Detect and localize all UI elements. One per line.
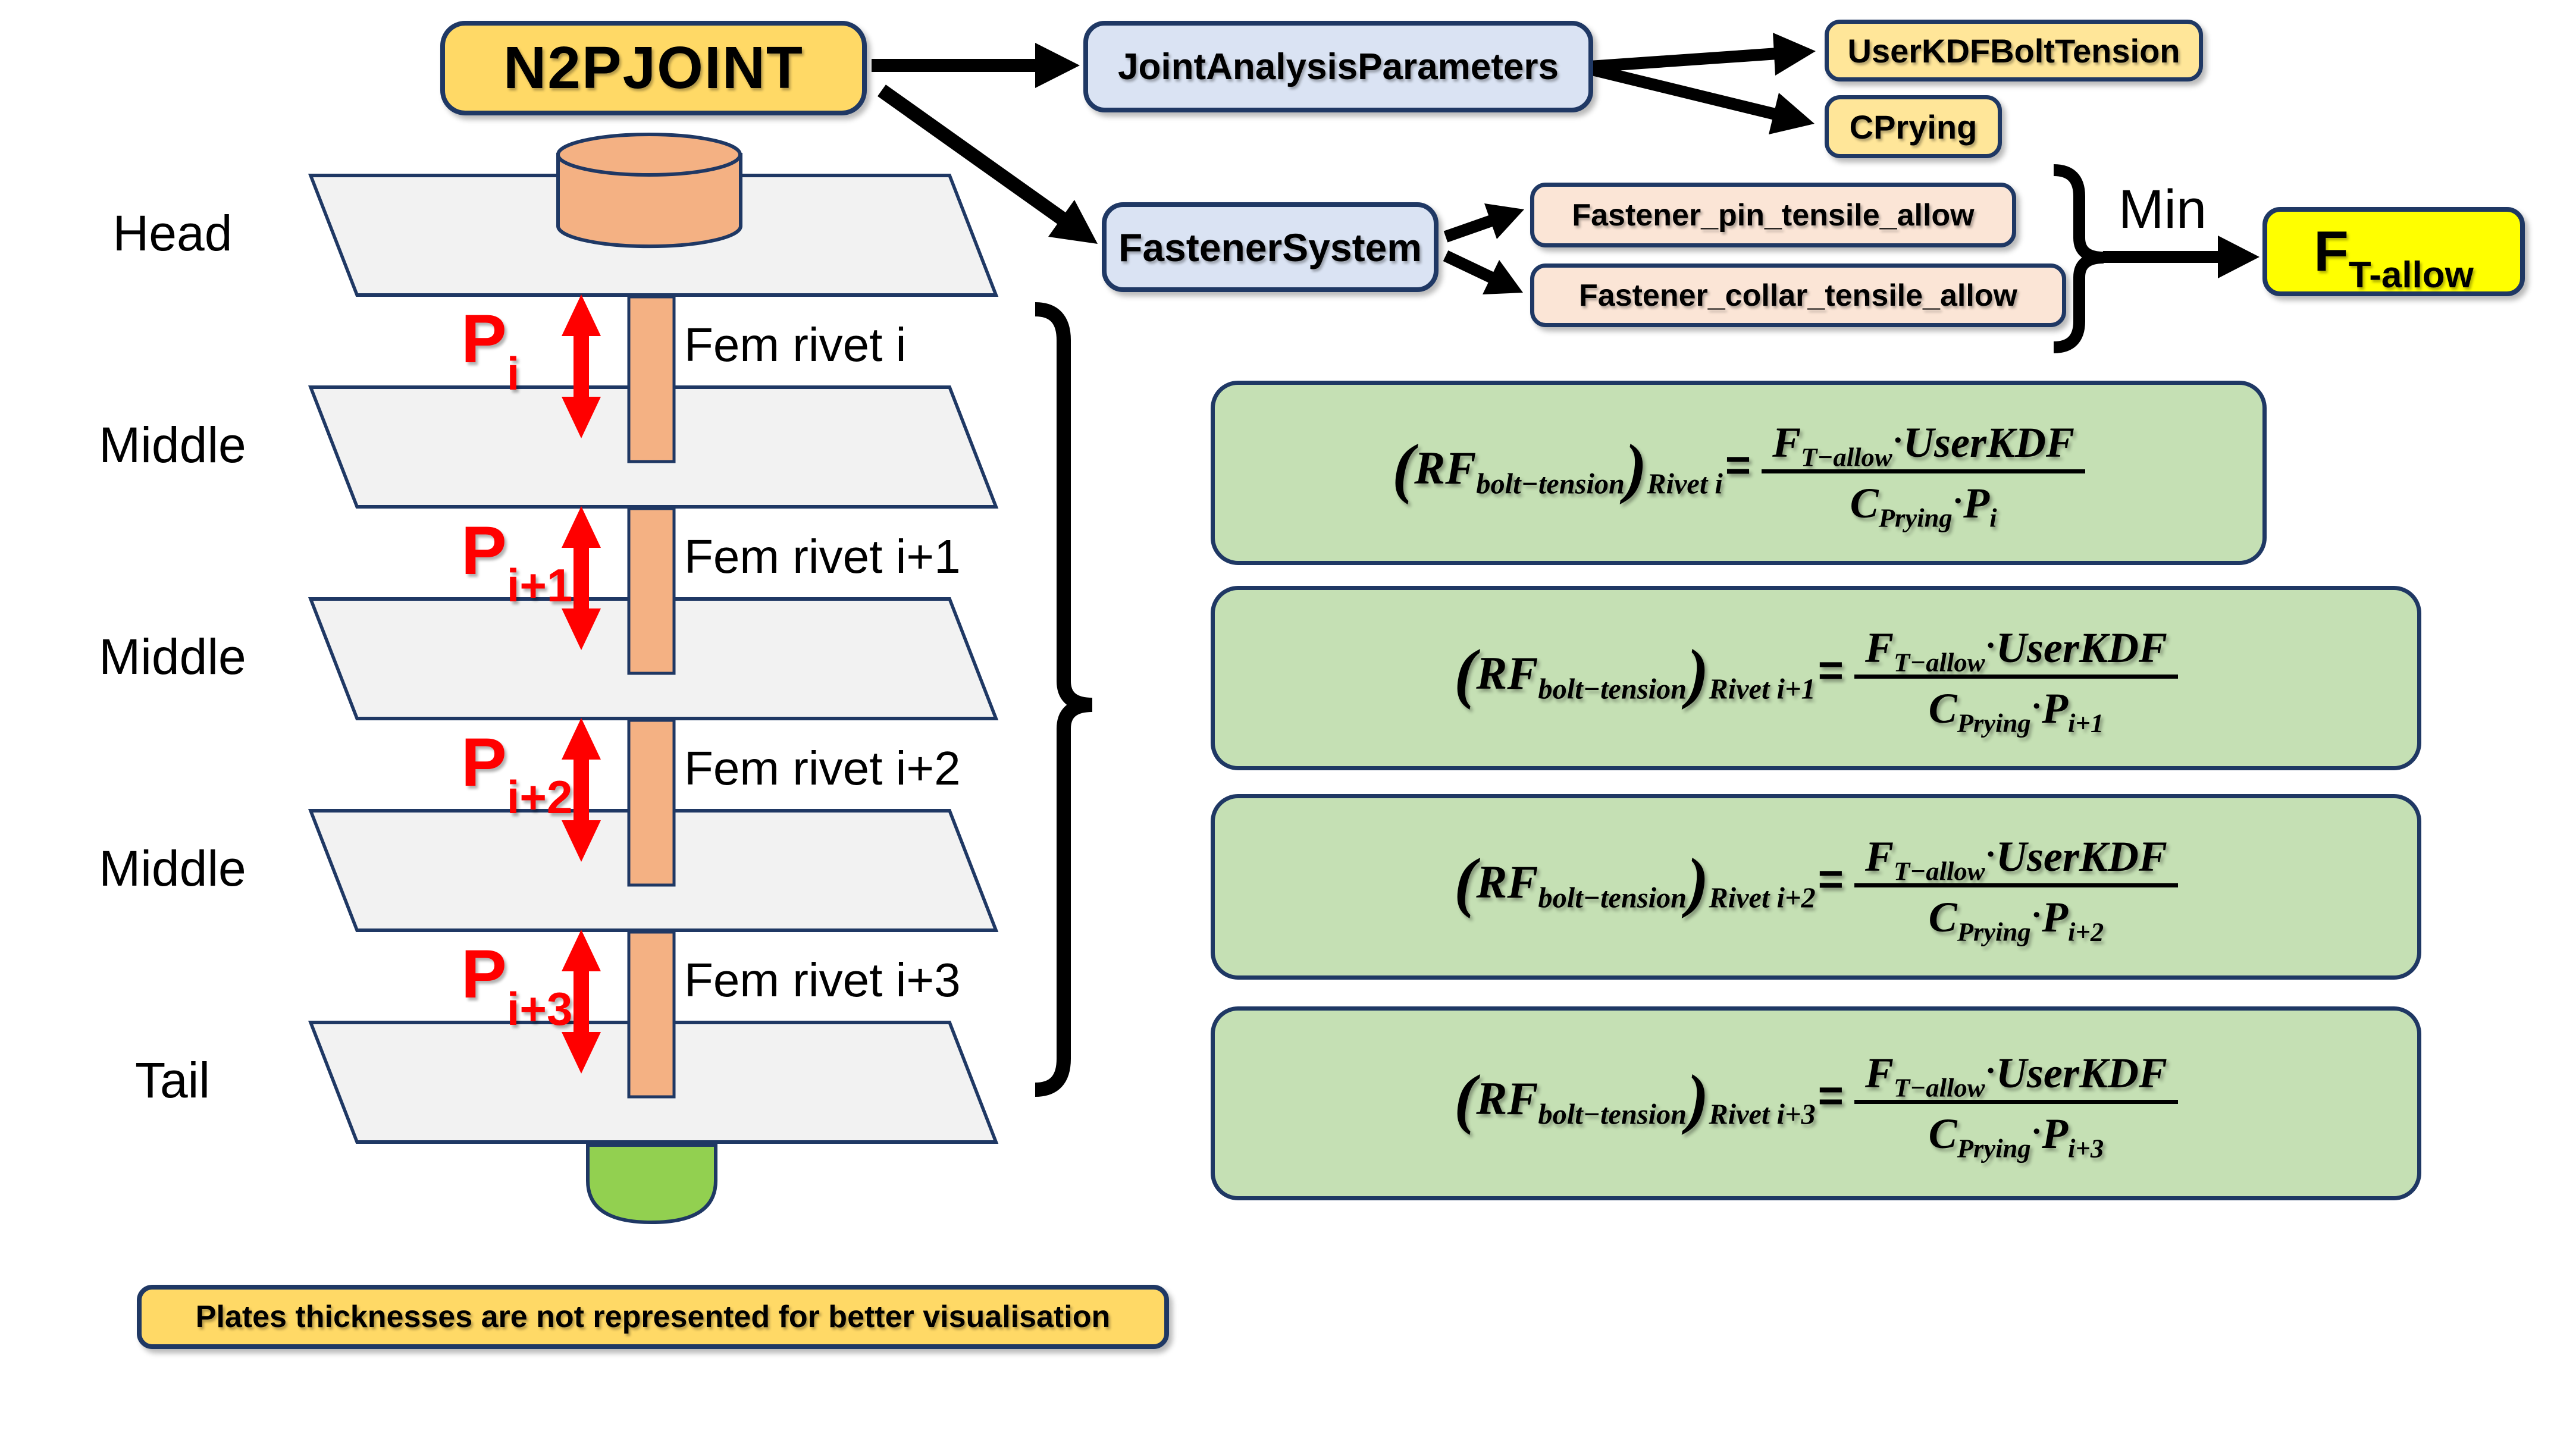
load-arrow-pi <box>562 294 601 438</box>
rivet-shaft-segment-3 <box>627 719 676 887</box>
formula-box-rivet-i3: (RFbolt−tension)Rivet i+3=FT−allow·UserK… <box>1211 1006 2421 1200</box>
user-kdf-bolt-tension-box: UserKDFBoltTension <box>1825 20 2203 81</box>
min-selection-brace <box>2053 164 2104 353</box>
cprying-label: CPrying <box>1849 108 1978 146</box>
load-label-pi: Pi <box>461 301 520 400</box>
arrow-min-to-ft-allow <box>2103 236 2260 278</box>
joint-analysis-parameters-box: JointAnalysisParameters <box>1083 21 1593 112</box>
arrow-fastenersystem-to-pin-allow <box>1443 203 1524 243</box>
plate-label-head: Head <box>112 205 233 261</box>
min-label: Min <box>2118 179 2207 240</box>
rivet-stack-brace <box>1035 302 1093 1097</box>
arrow-jap-to-userkdfbolttension <box>1589 33 1816 76</box>
rivet-shaft-segment-2 <box>627 507 676 675</box>
jap-label: JointAnalysisParameters <box>1118 46 1559 87</box>
arrow-fastenersystem-to-collar-allow <box>1443 250 1523 294</box>
fastener-pin-tensile-allow-box: Fastener_pin_tensile_allow <box>1530 183 2016 247</box>
ft-allow-label: FT-allow <box>2314 219 2474 296</box>
load-label-pi2: Pi+2 <box>461 724 573 823</box>
load-label-pi3: Pi+3 <box>461 936 573 1035</box>
arrow-jap-to-cprying <box>1588 63 1815 134</box>
formula-rivet-i: (RFbolt−tension)Rivet i=FT−allow·UserKDF… <box>1392 419 2086 531</box>
load-label-pi1: Pi+1 <box>461 513 573 611</box>
arrow-n2pjoint-to-jointanalysisparameters <box>872 43 1080 88</box>
formula-rivet-i2: (RFbolt−tension)Rivet i+2=FT−allow·UserK… <box>1454 833 2178 945</box>
load-arrow-pi2 <box>562 718 601 862</box>
rivet-tail-collar <box>586 1143 717 1225</box>
arrow-n2pjoint-to-fastenersystem <box>878 84 1098 244</box>
fastener-collar-tensile-allow-box: Fastener_collar_tensile_allow <box>1530 263 2066 327</box>
load-arrow-pi3 <box>562 930 601 1074</box>
note-text: Plates thicknesses are not represented f… <box>195 1300 1111 1334</box>
cprying-box: CPrying <box>1825 95 2002 158</box>
rivet-shaft-segment-1 <box>627 295 676 463</box>
fem-rivet-label-i2: Fem rivet i+2 <box>684 742 961 795</box>
fem-rivet-label-i1: Fem rivet i+1 <box>684 530 961 583</box>
formula-box-rivet-i1: (RFbolt−tension)Rivet i+1=FT−allow·UserK… <box>1211 586 2421 770</box>
plate-label-middle-2: Middle <box>99 629 246 685</box>
formula-box-rivet-i: (RFbolt−tension)Rivet i=FT−allow·UserKDF… <box>1211 381 2267 565</box>
user-kdf-label: UserKDFBoltTension <box>1847 32 2180 70</box>
note-box: Plates thicknesses are not represented f… <box>137 1285 1169 1349</box>
plate-label-tail: Tail <box>134 1052 211 1108</box>
rivet-shaft-segment-4 <box>627 930 676 1099</box>
fastener-system-label: FastenerSystem <box>1118 225 1422 269</box>
plate-label-middle-3: Middle <box>99 840 246 896</box>
rivet-head-cylinder-top <box>556 133 742 177</box>
rivet-head-cylinder-body <box>556 153 742 249</box>
pin-allow-label: Fastener_pin_tensile_allow <box>1572 197 1975 233</box>
ft-allow-box: FT-allow <box>2262 207 2525 296</box>
load-arrow-pi1 <box>562 506 601 650</box>
formula-rivet-i1: (RFbolt−tension)Rivet i+1=FT−allow·UserK… <box>1454 624 2178 736</box>
n2pjoint-label: N2PJOINT <box>503 34 804 101</box>
plate-label-middle-1: Middle <box>99 417 246 473</box>
fem-rivet-label-i3: Fem rivet i+3 <box>684 953 961 1006</box>
formula-box-rivet-i2: (RFbolt−tension)Rivet i+2=FT−allow·UserK… <box>1211 794 2421 980</box>
n2pjoint-box: N2PJOINT <box>440 21 867 115</box>
fem-rivet-label-i: Fem rivet i <box>684 318 907 371</box>
fastener-system-box: FastenerSystem <box>1102 202 1439 292</box>
collar-allow-label: Fastener_collar_tensile_allow <box>1578 278 2017 313</box>
formula-rivet-i3: (RFbolt−tension)Rivet i+3=FT−allow·UserK… <box>1454 1049 2178 1161</box>
